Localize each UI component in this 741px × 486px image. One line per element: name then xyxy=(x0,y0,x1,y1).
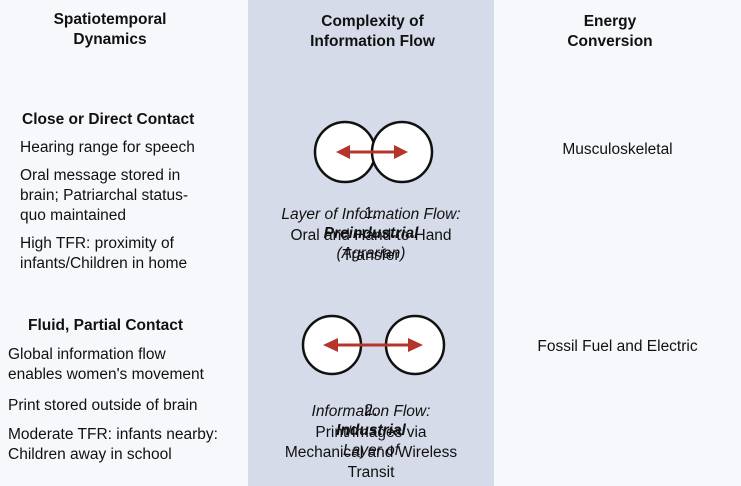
header-spatiotemporal: Spatiotemporal Dynamics xyxy=(53,11,167,48)
layer1-flow-qualifier: (Agrarian) xyxy=(336,245,406,262)
layer2-heading: Fluid, Partial Contact xyxy=(28,317,184,334)
header-complexity: Complexity of Information Flow xyxy=(310,13,435,50)
layer1-flow-name: Preindustrial xyxy=(323,225,419,242)
layer1-energy: Musculoskeletal xyxy=(562,141,673,158)
layer1-item: High TFR: proximity of infants/Children … xyxy=(20,235,188,272)
layer2-energy: Fossil Fuel and Electric xyxy=(537,338,698,355)
layer1-flow-number: 1. xyxy=(364,205,378,222)
layer2-flow-qualifier: Layer of xyxy=(342,442,399,459)
layer1-flow-line2: Layer of Information Flow: xyxy=(281,206,461,223)
layer1-flow-title: 1. Preindustrial (Agrarian) xyxy=(248,184,494,264)
header-energy: Energy Conversion xyxy=(567,13,653,50)
layer2-flow-desc: Print/Images via Mechanical and Wireless… xyxy=(284,424,458,481)
middle-column-background xyxy=(248,0,494,486)
layer1-item: Hearing range for speech xyxy=(20,139,195,156)
layer1-item: Oral message stored in brain; Patriarcha… xyxy=(20,167,188,224)
layer2-flow-title: 2. Industrial Layer of xyxy=(248,381,494,461)
layer2-item: Moderate TFR: infants nearby: Children a… xyxy=(8,426,218,463)
layer2-item: Global information flow enables women's … xyxy=(8,346,204,383)
layer1-flow-desc: Oral and Hand-to-Hand Transfer xyxy=(290,227,452,264)
layer2-flow-number: 2. xyxy=(364,402,378,419)
layer1-heading: Close or Direct Contact xyxy=(22,111,195,128)
layer2-flow-name: Industrial xyxy=(336,422,406,439)
layer2-item: Print stored outside of brain xyxy=(8,397,198,414)
layer2-flow-line2: Information Flow: xyxy=(311,403,431,420)
